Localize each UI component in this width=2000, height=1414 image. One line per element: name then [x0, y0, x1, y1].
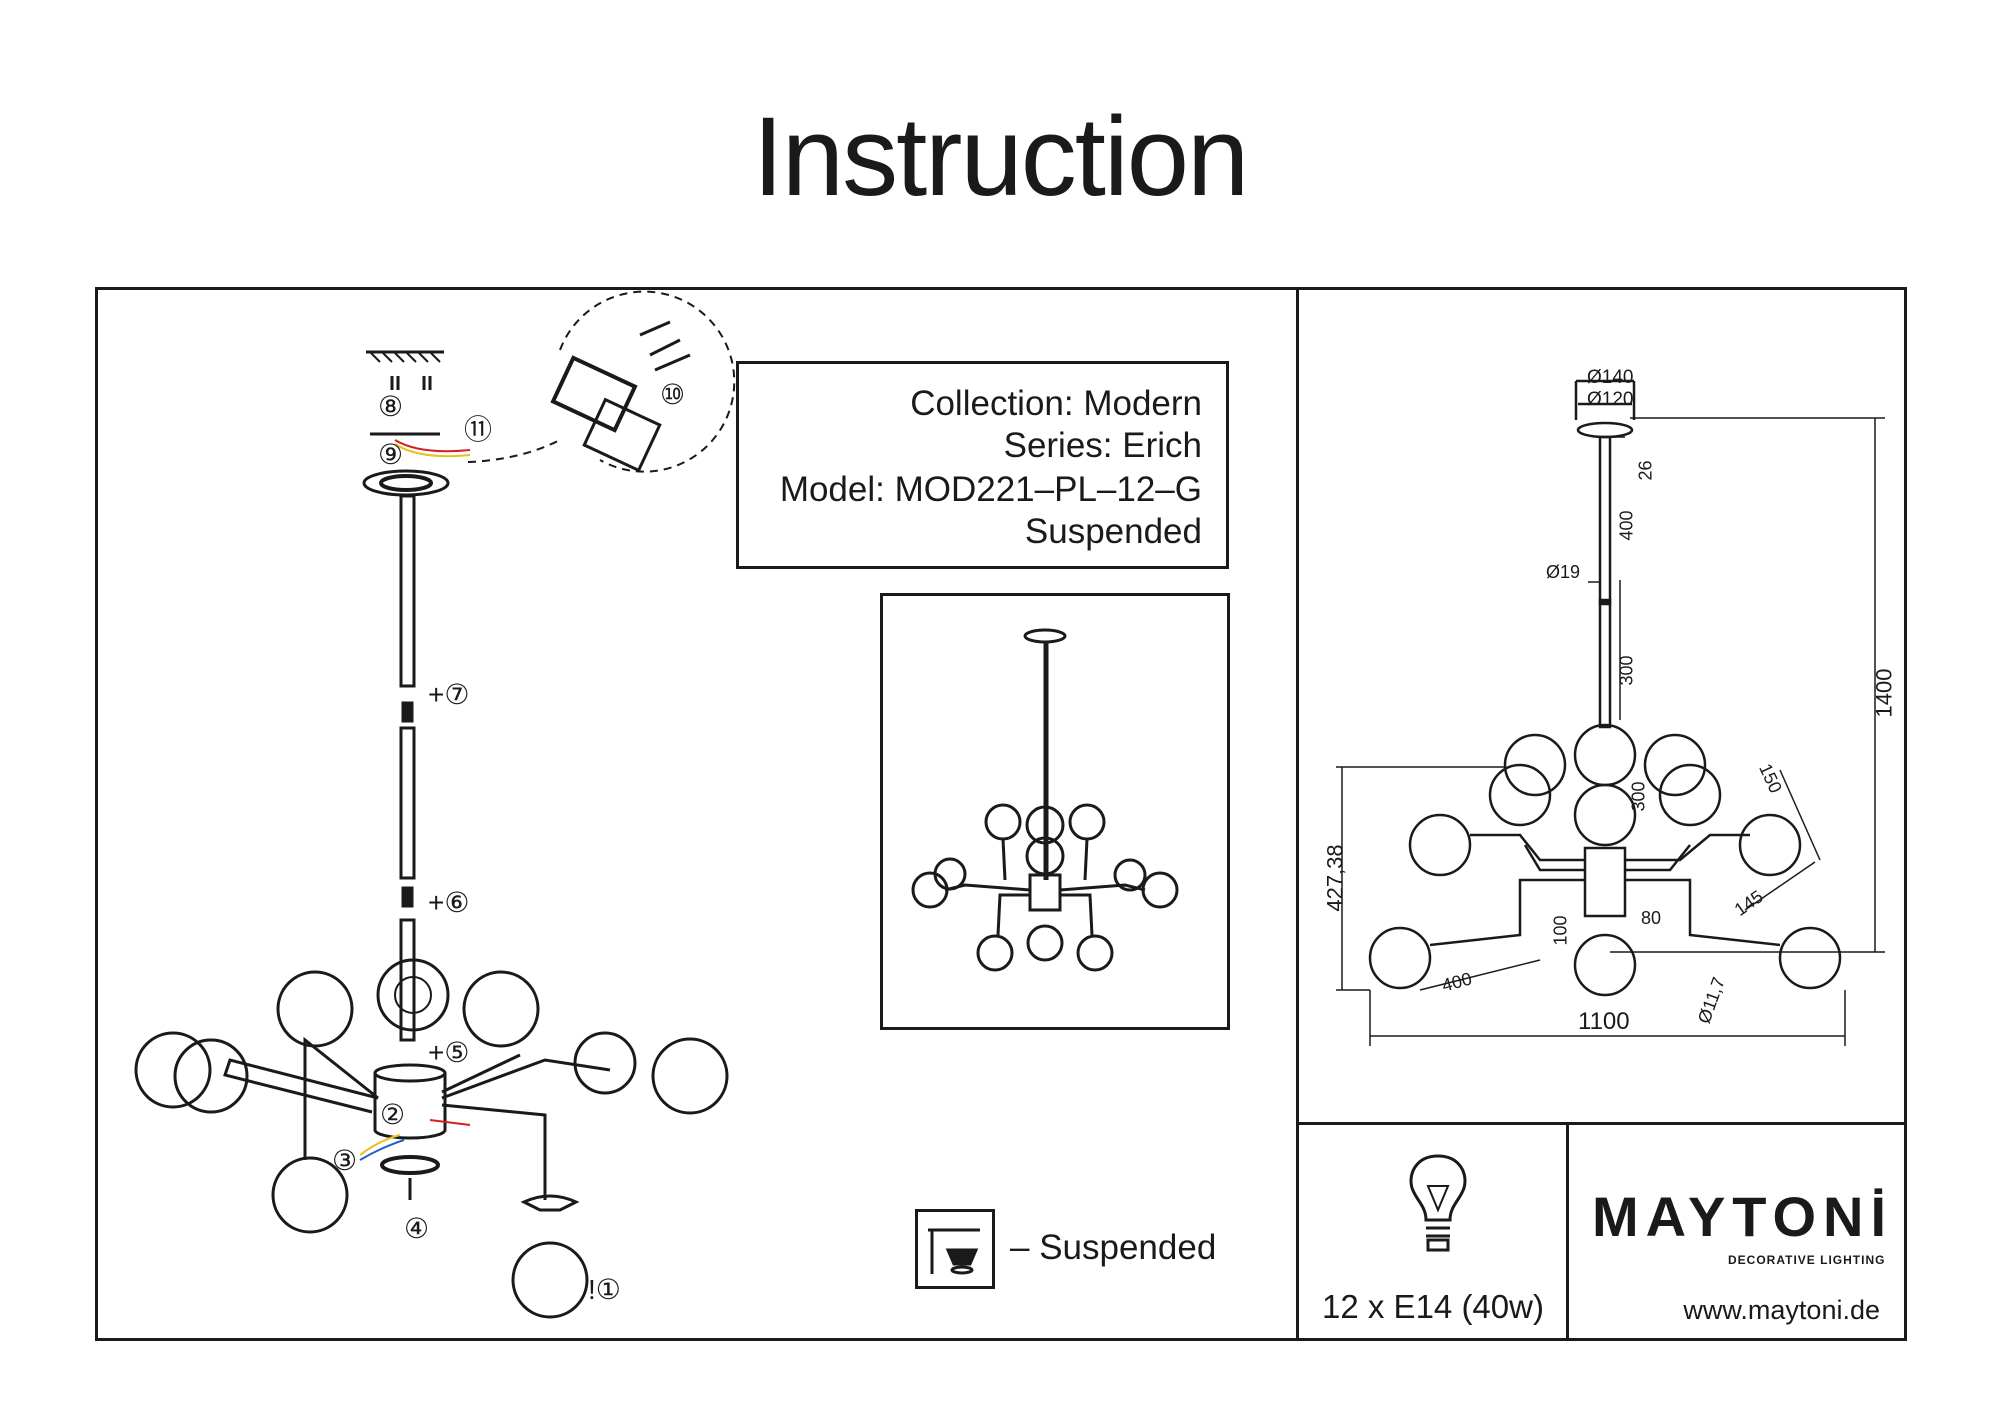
dimension-rod400: 400 — [1616, 510, 1637, 541]
dimension-d140: Ø140 — [1587, 367, 1634, 388]
collection-text: Collection: Modern — [910, 384, 1202, 423]
step-marker-2: ② — [380, 1099, 406, 1130]
product-preview-box — [880, 593, 1230, 1030]
dimension-h100: 100 — [1550, 915, 1571, 946]
website-link[interactable]: www.maytoni.de — [1683, 1295, 1880, 1325]
step-marker-6: +⑥ — [428, 887, 470, 918]
dimension-width1100: 1100 — [1578, 1008, 1630, 1035]
brand-tagline: DECORATIVE LIGHTING — [1728, 1253, 1886, 1267]
step-marker-10: ⑩ — [660, 379, 686, 410]
step-marker-11: ⑪ — [464, 414, 493, 445]
step-marker-7: +⑦ — [428, 679, 470, 710]
model-text: Model: MOD221–PL–12–G — [779, 470, 1202, 509]
suspended-legend-icon — [915, 1209, 995, 1289]
frame-divider-horizontal — [1296, 1122, 1907, 1125]
footer-divider — [1566, 1122, 1569, 1341]
dimension-rod300b: 300 — [1628, 781, 1649, 812]
brand-logo: MAYTONİ — [1592, 1185, 1894, 1248]
dimension-h26: 26 — [1635, 460, 1656, 481]
instruction-frame — [95, 287, 1907, 1341]
step-marker-1: !① — [588, 1274, 621, 1305]
frame-divider-vertical — [1296, 287, 1299, 1341]
dimension-w80: 80 — [1641, 908, 1662, 928]
product-info-box: Collection: Modern Series: Erich Model: … — [736, 361, 1229, 569]
dimension-total1400: 1400 — [1871, 668, 1897, 718]
step-marker-3: ③ — [332, 1145, 358, 1176]
dimension-rod300a: 300 — [1616, 655, 1637, 686]
type-text: Suspended — [1024, 512, 1202, 551]
dimension-h427: 427,38 — [1322, 844, 1348, 912]
dimension-d120: Ø120 — [1587, 389, 1634, 410]
step-marker-8: ⑧ — [378, 391, 404, 422]
bulb-icon — [1409, 1154, 1467, 1252]
step-marker-4: ④ — [404, 1213, 430, 1244]
step-marker-9: ⑨ — [378, 439, 404, 470]
page-title: Instruction — [752, 94, 1250, 219]
step-marker-5: +⑤ — [428, 1037, 470, 1068]
dimension-d19: Ø19 — [1546, 562, 1581, 582]
series-text: Series: Erich — [1003, 426, 1202, 465]
lamp-spec-text: 12 x E14 (40w) — [1322, 1288, 1544, 1325]
suspended-legend-label: – Suspended — [1010, 1228, 1217, 1267]
